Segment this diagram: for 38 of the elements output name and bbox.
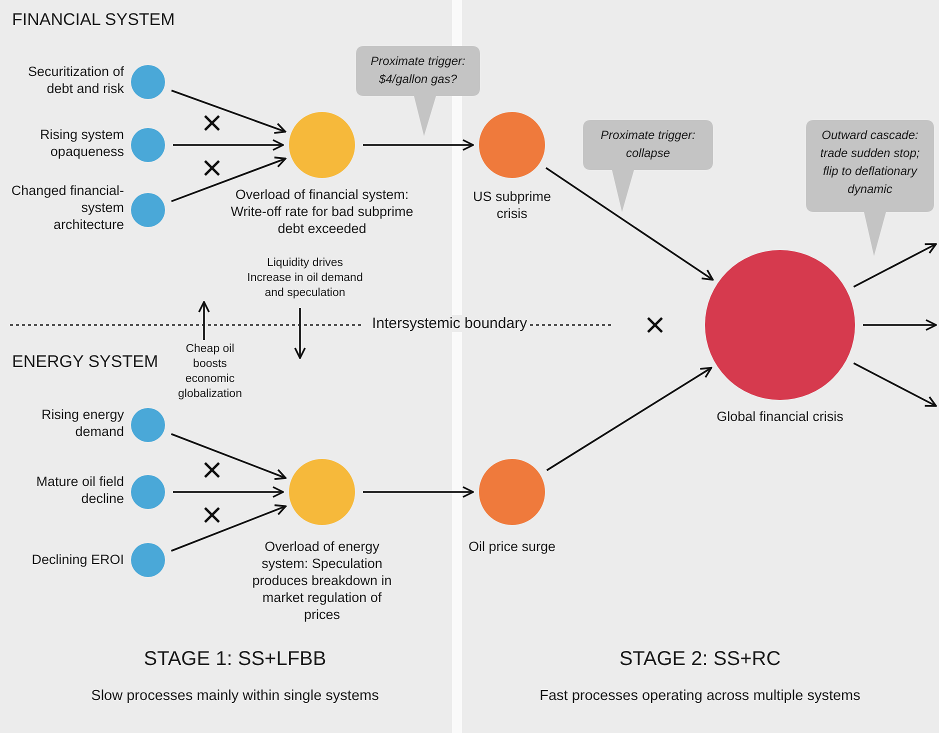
speech-bubble: Outward cascade: trade sudden stop; flip to deflationary dynamic — [806, 120, 934, 256]
arrow — [170, 504, 287, 552]
arrow — [853, 243, 937, 288]
node-label: Global financial crisis — [716, 408, 844, 425]
boundary-label: Intersystemic boundary — [372, 315, 528, 332]
arrow — [198, 301, 210, 340]
node-label: Oil price surge — [467, 538, 557, 555]
stage-heading: STAGE 2: SS+RC — [618, 648, 782, 671]
arrow — [363, 486, 474, 498]
section-heading: FINANCIAL SYSTEM — [12, 10, 175, 30]
node-label: US subprime crisis — [472, 188, 552, 222]
arrow — [171, 90, 286, 134]
stage-heading: STAGE 1: SS+LFBB — [142, 648, 328, 671]
node-label: Overload of energy system: Speculation produces breakdown in market regulation of prices — [252, 538, 392, 623]
arrow — [853, 362, 937, 407]
arrow — [294, 308, 306, 359]
node-label: Overload of financial system: Write-off rate for bad subprime debt exceeded — [230, 186, 414, 237]
arrow — [546, 366, 712, 472]
speech-bubble: Proximate trigger: $4/gallon gas? — [356, 46, 480, 136]
arrow — [173, 139, 284, 151]
node-label: Mature oil field decline — [35, 473, 124, 507]
node-label: Changed financial-system architecture — [10, 182, 124, 233]
annotation-text: Liquidity drives Increase in oil demand and speculation — [246, 256, 364, 301]
node-label: Declining EROI — [30, 551, 124, 568]
section-heading: ENERGY SYSTEM — [12, 352, 158, 372]
arrow — [863, 319, 937, 331]
node-label: Rising system opaqueness — [38, 126, 124, 160]
arrow — [170, 433, 286, 480]
node-label: Rising energy demand — [40, 406, 124, 440]
annotation-text: Cheap oil boosts economic globalization — [170, 342, 250, 402]
speech-bubble: Proximate trigger: collapse — [583, 120, 713, 212]
arrow — [173, 486, 284, 498]
node-label: Securitization of debt and risk — [26, 63, 124, 97]
stage-description: Fast processes operating across multiple systems — [538, 688, 862, 704]
arrow — [546, 167, 714, 281]
arrow — [363, 139, 474, 151]
stage-description: Slow processes mainly within single systems — [90, 688, 380, 704]
arrow — [171, 156, 286, 202]
